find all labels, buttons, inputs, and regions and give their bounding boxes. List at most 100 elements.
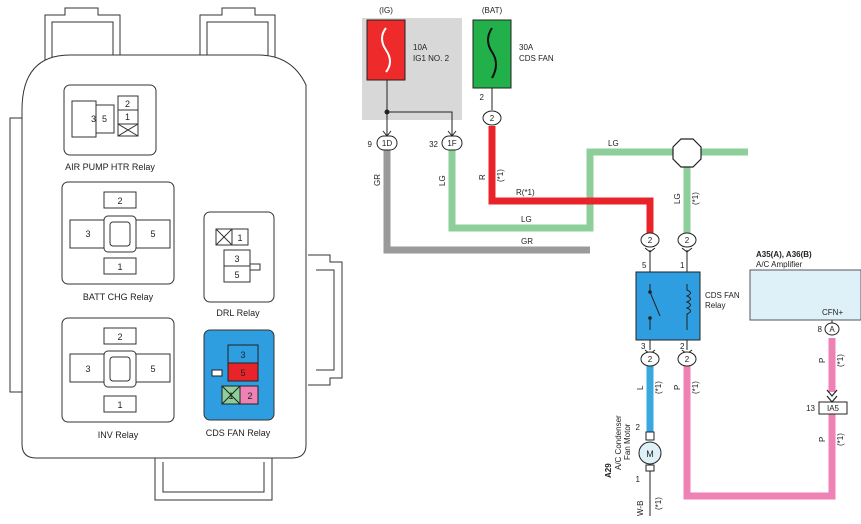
wire-label-wb: W-B [636,501,645,516]
batt-chg-pin-2: 2 [117,196,122,206]
drl-pin-1: 1 [237,233,242,243]
relay-out-connector-l [640,349,660,367]
inv-relay [61,317,175,423]
fuse-bat [472,19,512,89]
inv-pin-3: 3 [85,364,90,374]
wire-label-r: R [478,174,487,180]
thin-lines [386,80,833,516]
wire-red [488,126,654,237]
fan-motor [638,431,662,472]
air-pump-pin-2: 2 [125,99,130,109]
amplifier-pin: 8 [818,325,823,334]
wire-label-lg-top: LG [608,139,619,148]
relay-pin-2: 2 [680,342,685,351]
wires [383,126,836,500]
air-pump-relay [63,84,157,156]
inv-pin-5: 5 [150,364,155,374]
connector-1d-id: 1D [382,139,392,148]
motor-pin-1: 1 [636,475,641,484]
ia5-connector [818,389,848,415]
wire-label-lg-drop-star: (*1) [691,192,700,205]
ac-amplifier-box [749,269,861,321]
connector-1f [441,130,463,151]
wire-label-r-star-horizontal: R(*1) [516,188,535,197]
cds-fan-socket-pin-5: 5 [240,368,245,378]
connector-1d [376,130,398,151]
batt-chg-relay [61,181,175,285]
motor-name-line1: A/C Condenser [614,415,623,470]
amplifier-connector-letter: A [829,325,835,334]
wire-label-p-upper: P [818,358,827,363]
fuse-ig-source: (IG) [379,6,393,15]
bat-connector [482,110,502,126]
relay-in-connector-red [640,232,660,253]
cds-fan-socket-pin-3: 3 [240,350,245,360]
batt-chg-pin-5: 5 [150,229,155,239]
fuse-ig [366,19,406,81]
cds-fan-relay-symbol [635,271,701,341]
wire-label-l-star: (*1) [654,381,663,394]
relay-pin-3: 3 [641,342,646,351]
cds-fan-relay-socket [203,329,275,421]
relay-out-p-pin: 2 [685,355,690,364]
wire-gr [383,150,590,254]
motor-symbol: M [646,449,654,459]
relay-pin-5: 5 [642,261,647,270]
inv-label: INV Relay [98,430,139,440]
ia5-label: IA5 [827,404,840,413]
batt-chg-pin-3: 3 [85,229,90,239]
relay-name-line1: CDS FAN [705,291,740,300]
inv-pin-2: 2 [117,332,122,342]
wire-pink-lower [683,362,836,500]
wire-label-p-upper-star: (*1) [836,354,845,367]
wire-label-p-lower: P [818,437,827,442]
air-pump-pin-1: 1 [125,112,130,122]
cds-fan-socket-pin-2: 2 [247,391,252,401]
fuse-bat-rating: 30A [519,43,534,52]
splice-octagon [672,138,702,168]
relay-block [9,7,343,501]
motor-pin-2: 2 [636,423,641,432]
drl-relay [203,211,275,303]
amplifier-terminal: CFN+ [822,308,843,317]
amplifier-connector-a [824,322,840,336]
bat-connector-pin: 2 [490,114,495,123]
motor-name-line2: Fan Motor [623,423,632,460]
amplifier-title: A35(A), A36(B) [756,250,812,259]
junction-dot [384,109,390,115]
relay-in-connector-lg [677,232,697,253]
relay-pin-1: 1 [680,261,685,270]
batt-chg-label: BATT CHG Relay [83,292,154,302]
air-pump-pin-3: 3 [91,114,96,124]
fuse-ig-name: IG1 NO. 2 [413,54,450,63]
relay-out-l-pin: 2 [648,355,653,364]
batt-chg-pin-1: 1 [117,262,122,272]
connector-1f-id: 1F [447,139,456,148]
inv-pin-1: 1 [117,400,122,410]
wire-label-p: P [673,385,682,390]
air-pump-label: AIR PUMP HTR Relay [65,162,155,172]
ia5-pin: 13 [806,404,815,413]
drl-pin-3: 3 [234,254,239,264]
wire-label-p-star: (*1) [691,381,700,394]
connector-1d-pin: 9 [368,140,373,149]
wire-label-p-lower-star: (*1) [836,433,845,446]
relay-in-lg-pin: 2 [685,236,690,245]
wire-lg-main [448,148,748,232]
drl-pin-5: 5 [234,270,239,280]
wire-label-l: L [636,385,645,390]
wire-label-wb-star: (*1) [654,497,663,510]
wire-label-lg-horizontal: LG [521,215,532,224]
wire-label-r-star: (*1) [496,169,505,182]
drl-label: DRL Relay [216,308,260,318]
wire-label-gr-vertical: GR [373,174,382,186]
wire-label-gr-horizontal: GR [521,237,533,246]
motor-id: A29 [604,463,613,478]
wire-label-lg-vertical: LG [438,175,447,186]
fuse-ig-rating: 10A [413,43,428,52]
relay-in-red-pin: 2 [648,236,653,245]
fuse-bat-name: CDS FAN [519,54,554,63]
air-pump-pin-5: 5 [102,114,107,124]
amplifier-subtitle: A/C Amplifier [756,260,803,269]
